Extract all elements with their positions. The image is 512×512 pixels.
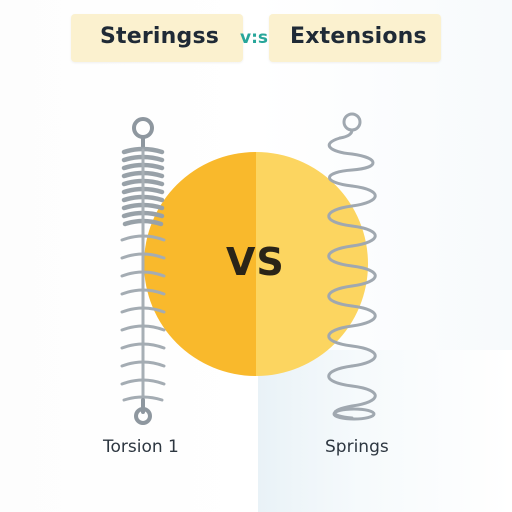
- left-title: Steringss: [100, 24, 220, 49]
- vs-center-label: VS: [226, 240, 285, 284]
- left-spring-label: Torsion 1: [103, 437, 179, 457]
- circle-left-half: [144, 152, 256, 376]
- right-spring-label: Springs: [325, 437, 389, 457]
- small-vs-label: v:s: [240, 28, 268, 48]
- left-title-banner: [71, 14, 243, 62]
- right-title: Extensions: [290, 24, 427, 49]
- right-title-banner: [269, 14, 441, 62]
- right-pane-shade: [258, 350, 512, 512]
